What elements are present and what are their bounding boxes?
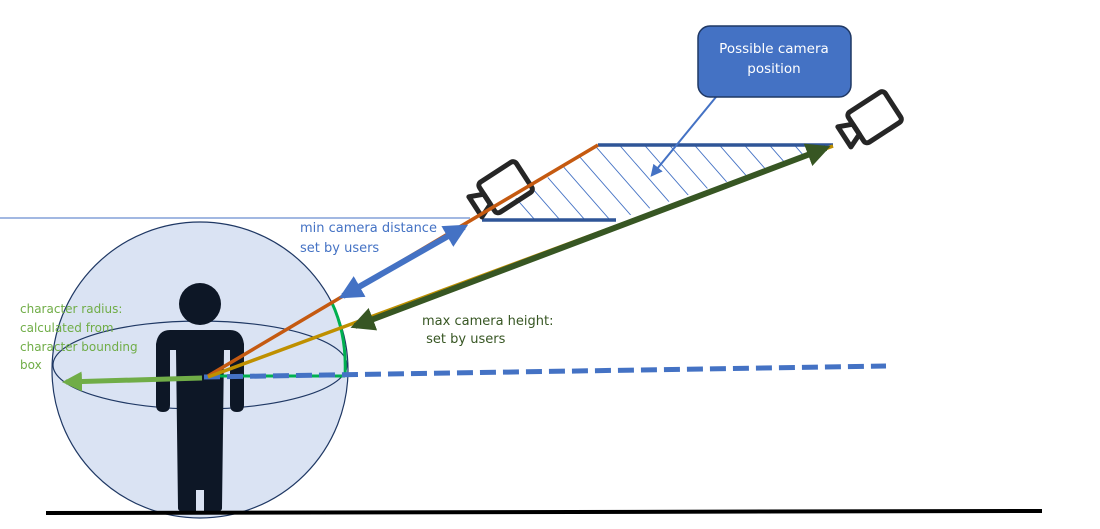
- callout-pointer-arrow: [650, 96, 717, 177]
- max-height-label-line-1: max camera height:: [422, 314, 554, 329]
- max-height-label-line-2: set by users: [422, 332, 506, 347]
- possible-camera-position-callout: Possible camera position: [697, 25, 852, 98]
- character-radius-label-line-4: box: [20, 358, 42, 372]
- possible-camera-region: [482, 143, 833, 222]
- character-radius-label-line-2: calculated from: [20, 321, 114, 335]
- min-distance-label-line-1: min camera distance: [300, 221, 437, 236]
- callout-line-1: Possible camera: [719, 41, 829, 57]
- video-camera-icon: [835, 89, 904, 150]
- character-radius-label-line-3: character bounding: [20, 340, 138, 354]
- ground-line: [45, 509, 1043, 515]
- callout-line-2: position: [747, 61, 800, 77]
- character-radius-label-line-1: character radius:: [20, 302, 122, 316]
- character-radius-arrow: [62, 371, 203, 392]
- min-distance-arrow: [338, 224, 469, 299]
- min-distance-label-line-2: set by users: [300, 241, 379, 256]
- max-height-arrow: [350, 143, 831, 331]
